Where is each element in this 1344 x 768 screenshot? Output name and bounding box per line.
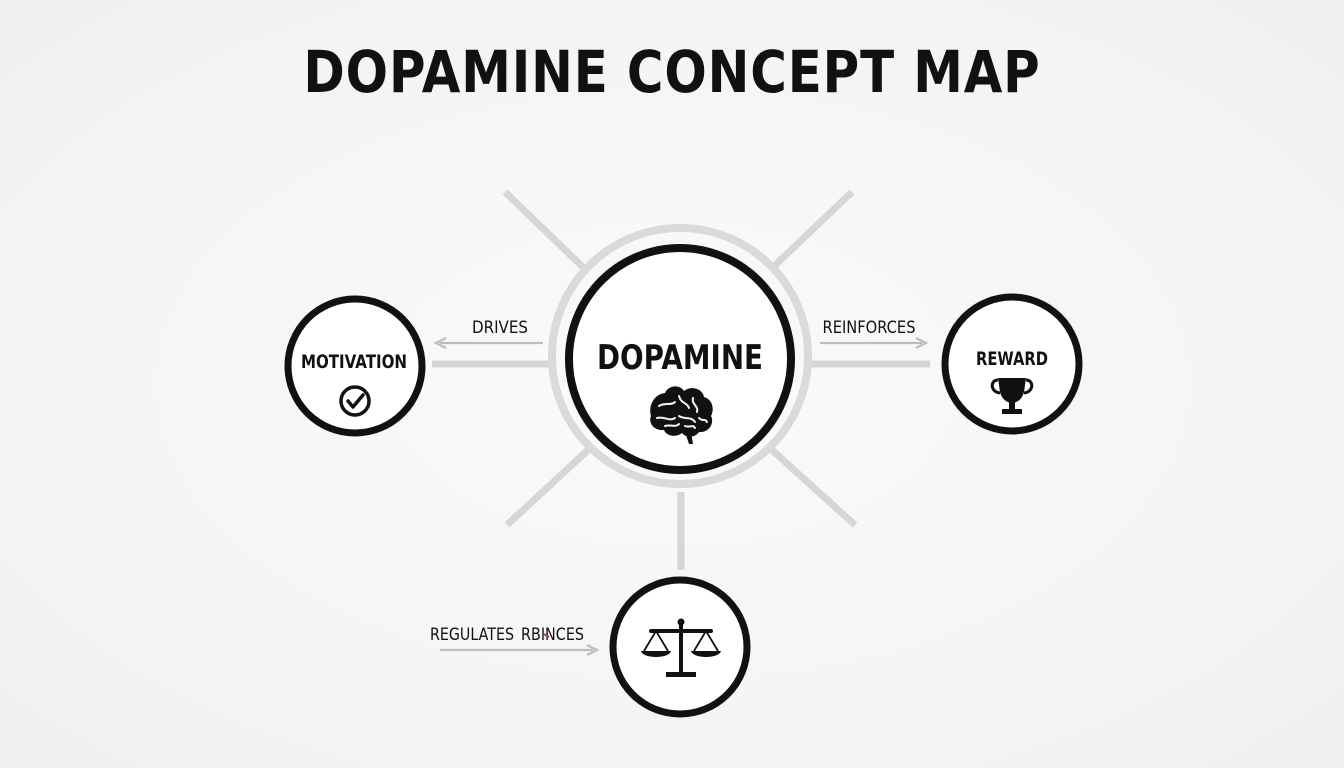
- check-circle-icon: [339, 385, 371, 417]
- edge-regulates-label: REGULATES: [430, 625, 514, 645]
- spoke-bottom-right: [769, 447, 858, 528]
- edge-regulates-glitch-mark: [543, 633, 550, 638]
- node-reward: REWARD: [941, 293, 1083, 435]
- edge-regulates-arrowhead: [586, 644, 600, 656]
- node-reward-label: REWARD: [976, 348, 1048, 370]
- edge-reinforces: REINFORCES: [820, 318, 929, 349]
- node-balance: [609, 576, 751, 718]
- spoke-bottom-left: [504, 447, 591, 528]
- node-dopamine-halo: [548, 224, 812, 488]
- edge-reinforces-arrowhead: [915, 337, 929, 349]
- node-dopamine-label: DOPAMINE: [597, 338, 763, 378]
- spoke-top-left: [502, 189, 591, 275]
- edge-drives-label: DRIVES: [472, 318, 528, 338]
- edge-drives-arrowhead: [433, 337, 447, 349]
- node-motivation: MOTIVATION: [284, 295, 426, 437]
- node-dopamine-circle: [565, 244, 795, 474]
- node-motivation-circle: [284, 295, 426, 437]
- spoke-top-right: [767, 189, 855, 273]
- edge-regulates-overlap-label: RBINCES: [521, 625, 584, 645]
- edge-drives: DRIVES: [433, 318, 543, 349]
- brain-icon: [650, 386, 713, 444]
- node-reward-circle: [941, 293, 1083, 435]
- page-title: DOPAMINE CONCEPT MAP: [303, 38, 1041, 106]
- edge-reinforces-label: REINFORCES: [823, 318, 916, 338]
- trophy-icon: [990, 378, 1034, 414]
- node-motivation-label: MOTIVATION: [301, 351, 407, 373]
- spokes: [432, 189, 930, 570]
- balance-scale-icon: [641, 618, 721, 677]
- node-dopamine: DOPAMINE: [548, 224, 812, 488]
- edge-regulates: REGULATES RBINCES: [430, 625, 600, 656]
